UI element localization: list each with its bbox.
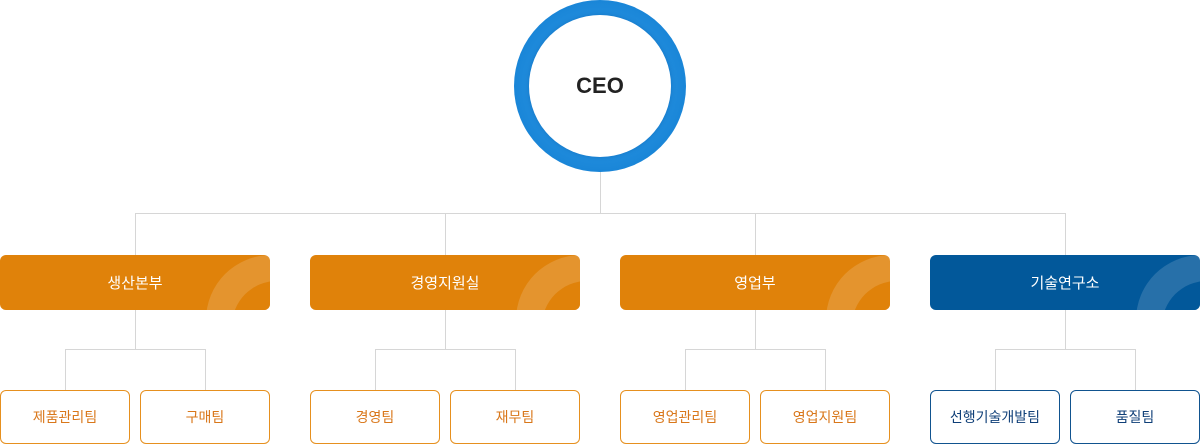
connector	[515, 349, 516, 390]
dept-management-support: 경영지원실	[310, 255, 580, 310]
dept-label: 생산본부	[107, 274, 163, 292]
connector	[445, 310, 446, 349]
connector	[65, 349, 66, 390]
connector	[1135, 349, 1136, 390]
dept-label: 경영지원실	[410, 274, 480, 292]
connector	[135, 213, 136, 255]
connector	[375, 349, 376, 390]
dept-sales: 영업부	[620, 255, 890, 310]
connector	[600, 172, 601, 213]
team-node: 영업지원팀	[760, 390, 890, 444]
connector	[1065, 213, 1066, 255]
team-node: 품질팀	[1070, 390, 1200, 444]
dept-label: 영업부	[734, 274, 776, 292]
team-node: 선행기술개발팀	[930, 390, 1060, 444]
connector	[825, 349, 826, 390]
dept-label: 기술연구소	[1030, 274, 1100, 292]
connector	[445, 213, 446, 255]
team-node: 경영팀	[310, 390, 440, 444]
connector	[995, 349, 1136, 350]
connector	[685, 349, 826, 350]
connector	[375, 349, 516, 350]
connector	[65, 349, 206, 350]
connector	[205, 349, 206, 390]
ceo-label: CEO	[529, 15, 671, 157]
connector	[995, 349, 996, 390]
connector	[135, 310, 136, 349]
connector	[755, 310, 756, 349]
team-node: 재무팀	[450, 390, 580, 444]
dept-research-lab: 기술연구소	[930, 255, 1200, 310]
ceo-node: CEO	[514, 0, 686, 172]
connector	[685, 349, 686, 390]
connector	[135, 213, 1066, 214]
team-node: 영업관리팀	[620, 390, 750, 444]
team-node: 제품관리팀	[0, 390, 130, 444]
connector	[1065, 310, 1066, 349]
connector	[755, 213, 756, 255]
team-node: 구매팀	[140, 390, 270, 444]
dept-production: 생산본부	[0, 255, 270, 310]
